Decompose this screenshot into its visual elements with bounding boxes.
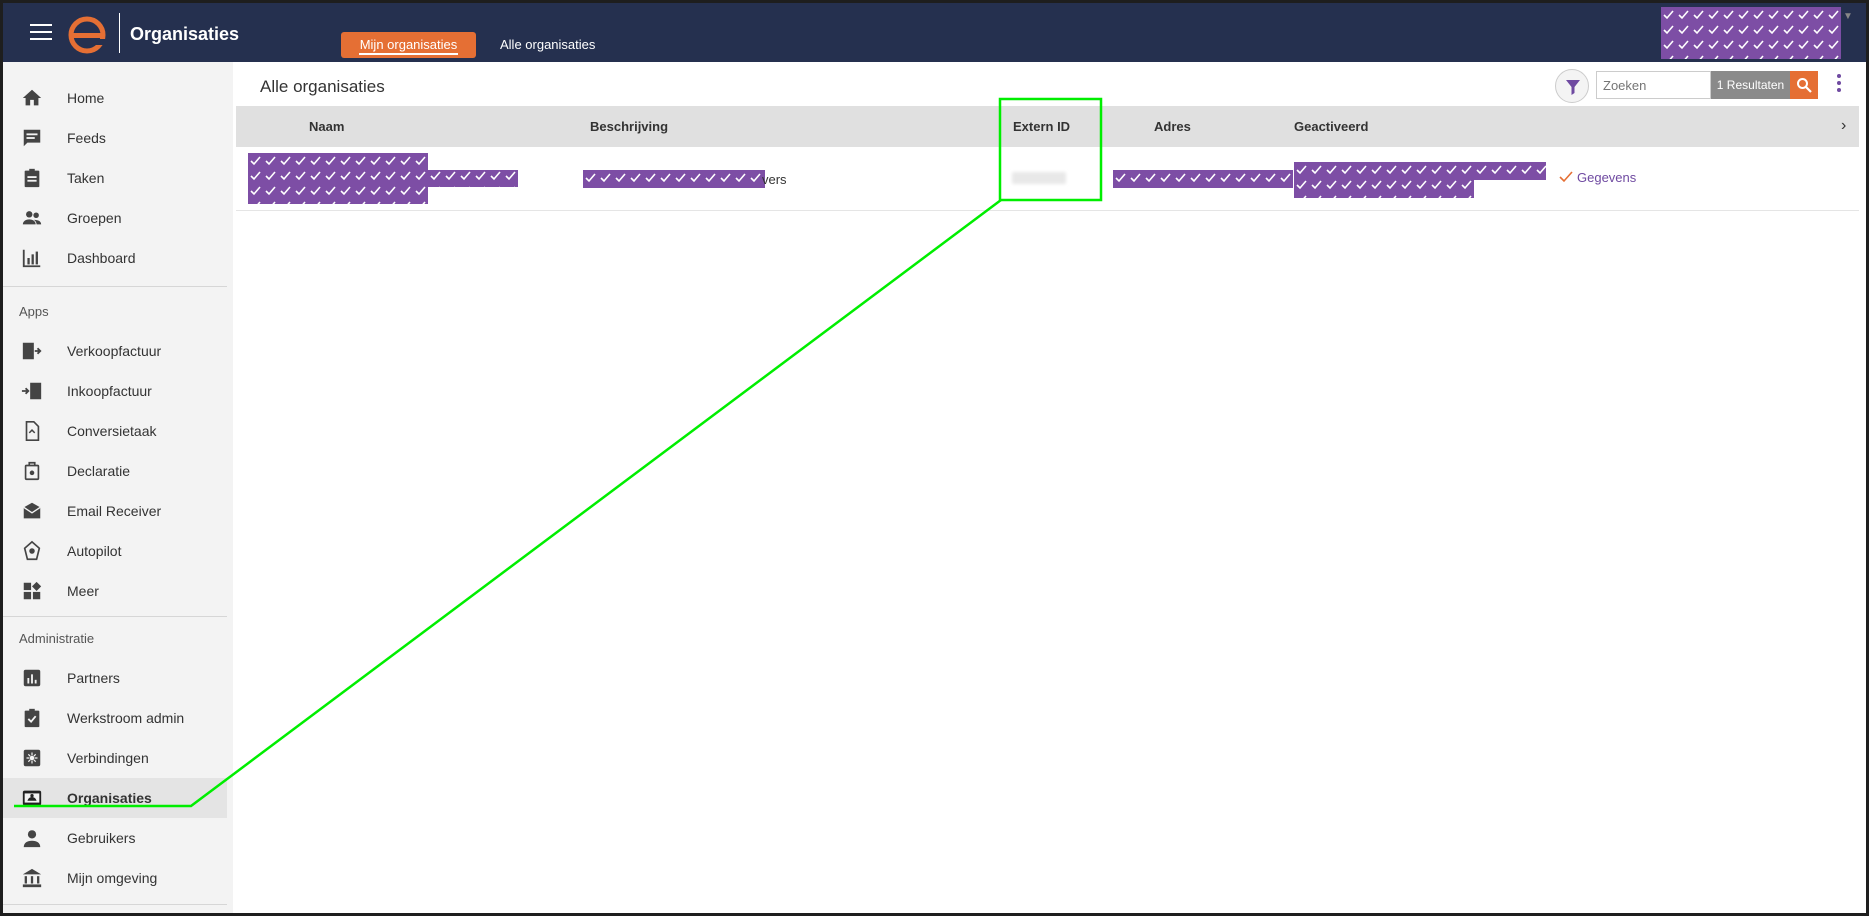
sidebar-divider bbox=[3, 616, 227, 617]
invoice-out-icon bbox=[22, 342, 42, 360]
sidebar-item-meer[interactable]: Meer bbox=[3, 571, 227, 611]
checklist-icon bbox=[24, 708, 40, 728]
sidebar-item-groepen[interactable]: Groepen bbox=[3, 198, 227, 238]
tab-alle-organisaties[interactable]: Alle organisaties bbox=[500, 37, 596, 52]
sidebar-item-label: Meer bbox=[67, 583, 99, 599]
sidebar-item-label: Feeds bbox=[67, 130, 106, 146]
organisation-icon bbox=[22, 790, 42, 806]
widgets-icon bbox=[23, 581, 42, 600]
filter-button[interactable] bbox=[1555, 69, 1589, 103]
table-header: Naam Beschrijving Extern ID Adres Geacti… bbox=[236, 106, 1859, 147]
document-convert-icon bbox=[25, 421, 40, 441]
user-avatar[interactable] bbox=[1661, 7, 1841, 59]
sidebar-item-label: Verbindingen bbox=[67, 750, 149, 766]
sidebar-item-label: Autopilot bbox=[67, 543, 122, 559]
sidebar-divider bbox=[3, 286, 227, 287]
sidebar-section-administratie: Administratie bbox=[19, 631, 95, 646]
sidebar-item-label: Verkoopfactuur bbox=[67, 343, 162, 359]
chevron-down-icon[interactable]: ▼ bbox=[1843, 11, 1853, 22]
table-row[interactable]: vers Gegevens bbox=[236, 147, 1859, 211]
connections-icon bbox=[23, 749, 41, 767]
top-bar: Organisaties Mijn organisaties Alle orga… bbox=[3, 3, 1866, 62]
sidebar-item-label: Dashboard bbox=[67, 250, 136, 266]
mail-icon bbox=[23, 502, 41, 519]
sidebar-item-label: Home bbox=[67, 90, 105, 106]
sidebar-item-label: Email Receiver bbox=[67, 503, 162, 519]
sidebar-item-home[interactable]: Home bbox=[3, 78, 227, 118]
sidebar-item-label: Mijn omgeving bbox=[67, 870, 158, 886]
extern-id-value bbox=[1012, 172, 1066, 184]
results-count: 1 Resultaten bbox=[1711, 71, 1790, 99]
sidebar-item-werkstroom-admin[interactable]: Werkstroom admin bbox=[3, 698, 227, 738]
sidebar-item-label: Taken bbox=[67, 170, 105, 186]
sidebar-item-partners[interactable]: Partners bbox=[3, 658, 227, 698]
column-header-geactiveerd[interactable]: Geactiveerd bbox=[1294, 119, 1369, 134]
chart-icon bbox=[22, 249, 41, 268]
sidebar-item-dashboard[interactable]: Dashboard bbox=[3, 238, 227, 278]
group-icon bbox=[22, 211, 42, 225]
menu-icon[interactable] bbox=[30, 24, 52, 42]
sidebar-section-apps: Apps bbox=[19, 304, 49, 319]
sidebar-item-email-receiver[interactable]: Email Receiver bbox=[3, 491, 227, 531]
sidebar-item-autopilot[interactable]: Autopilot bbox=[3, 531, 227, 571]
feeds-icon bbox=[23, 129, 41, 147]
sidebar-item-feeds[interactable]: Feeds bbox=[3, 118, 227, 158]
title-divider bbox=[119, 13, 120, 53]
receipt-icon bbox=[24, 461, 40, 481]
app-title: Organisaties bbox=[130, 24, 240, 44]
search-button[interactable] bbox=[1790, 71, 1818, 99]
column-header-extern-id[interactable]: Extern ID bbox=[1013, 119, 1071, 134]
bank-icon bbox=[22, 868, 42, 888]
filter-icon bbox=[1566, 80, 1580, 95]
sidebar-item-organisaties[interactable]: Organisaties bbox=[3, 778, 227, 818]
invoice-in-icon bbox=[21, 382, 42, 400]
brand-logo[interactable] bbox=[67, 15, 107, 55]
description-text: vers bbox=[762, 172, 787, 187]
main-content: Alle organisaties 1 Resultaten Naam Besc… bbox=[236, 62, 1866, 913]
app-window: Organisaties Mijn organisaties Alle orga… bbox=[3, 3, 1866, 913]
redacted-address bbox=[1113, 170, 1293, 188]
sidebar-item-label: Conversietaak bbox=[67, 423, 157, 439]
sidebar-item-label: Declaratie bbox=[67, 463, 131, 479]
search-icon bbox=[1797, 78, 1812, 93]
sidebar-item-mijn-omgeving[interactable]: Mijn omgeving bbox=[3, 858, 227, 898]
home-icon bbox=[22, 89, 42, 106]
redacted-activated bbox=[1294, 162, 1546, 198]
chevron-right-icon[interactable]: › bbox=[1841, 117, 1847, 134]
sidebar-item-label: Partners bbox=[67, 670, 120, 686]
page-title: Alle organisaties bbox=[260, 77, 385, 96]
sidebar-item-taken[interactable]: Taken bbox=[3, 158, 227, 198]
user-icon bbox=[23, 830, 41, 848]
sidebar-item-inkoopfactuur[interactable]: Inkoopfactuur bbox=[3, 371, 227, 411]
column-header-beschrijving[interactable]: Beschrijving bbox=[590, 119, 669, 134]
check-icon bbox=[1559, 171, 1573, 183]
sidebar-divider bbox=[3, 904, 227, 905]
redacted-description bbox=[583, 170, 765, 188]
sidebar-item-declaratie[interactable]: Declaratie bbox=[3, 451, 227, 491]
sidebar-item-label: Groepen bbox=[67, 210, 122, 226]
clipboard-icon bbox=[24, 168, 40, 188]
more-options-icon[interactable] bbox=[1836, 74, 1842, 96]
sidebar-item-label: Inkoopfactuur bbox=[67, 383, 152, 399]
search-input[interactable] bbox=[1596, 71, 1711, 99]
column-header-adres[interactable]: Adres bbox=[1154, 119, 1191, 134]
sidebar-item-label: Gebruikers bbox=[67, 830, 136, 846]
sidebar-item-verkoopfactuur[interactable]: Verkoopfactuur bbox=[3, 331, 227, 371]
sidebar-item-label: Werkstroom admin bbox=[67, 710, 185, 726]
redacted-name bbox=[248, 153, 518, 204]
sidebar-item-label: Organisaties bbox=[67, 790, 152, 806]
robot-icon bbox=[23, 540, 41, 561]
column-header-naam[interactable]: Naam bbox=[309, 119, 345, 134]
sidebar-item-gebruikers[interactable]: Gebruikers bbox=[3, 818, 227, 858]
sidebar: Home Feeds Taken Groepen Dashboard Apps … bbox=[3, 62, 233, 913]
partners-icon bbox=[23, 669, 41, 687]
sidebar-item-conversietaak[interactable]: Conversietaak bbox=[3, 411, 227, 451]
gegevens-link[interactable]: Gegevens bbox=[1577, 170, 1637, 185]
tab-mijn-organisaties[interactable]: Mijn organisaties bbox=[341, 32, 476, 58]
sidebar-item-verbindingen[interactable]: Verbindingen bbox=[3, 738, 227, 778]
